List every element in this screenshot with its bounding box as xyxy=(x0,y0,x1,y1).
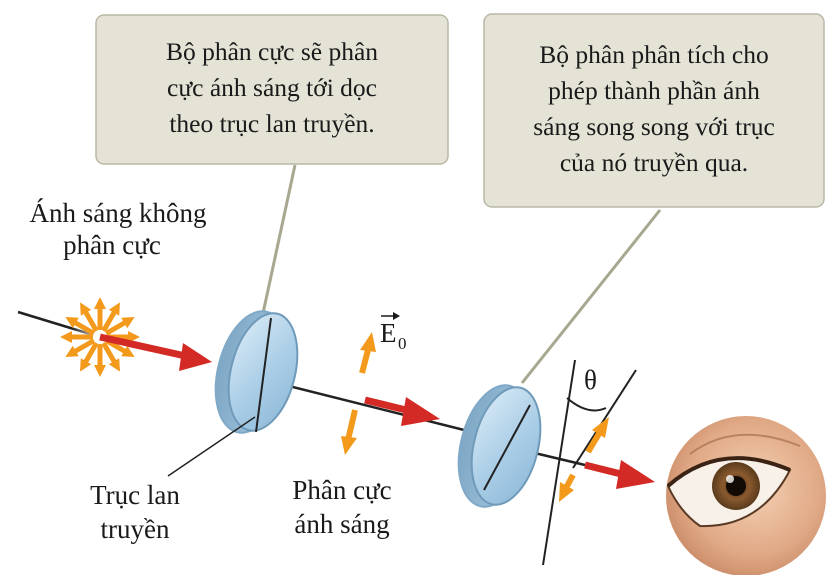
unpolarized-light-starburst xyxy=(60,297,140,377)
polarizer-lens xyxy=(214,310,299,434)
angle-arc xyxy=(566,397,607,412)
polarized-field-arrow xyxy=(341,332,376,455)
transmission-axis-label-line-1: Trục lan xyxy=(90,480,180,510)
starburst-arrowhead xyxy=(80,302,92,316)
analyzer-lens xyxy=(457,384,542,508)
unpolarized-label-line-2: phân cực xyxy=(63,230,161,260)
starburst-arrowhead xyxy=(65,317,79,329)
transmitted-field-arrow xyxy=(559,417,609,502)
field-vector-label: E 0 xyxy=(380,312,407,353)
polarizer-callout: Bộ phân cực sẽ phân cực ánh sáng tới dọc… xyxy=(95,14,449,165)
polarizer-transmission-axis xyxy=(255,317,272,433)
incident-beam-arrow xyxy=(99,333,212,371)
analyzer-callout-line-3: sáng song song với trục xyxy=(533,112,775,141)
starburst-arrowhead xyxy=(94,297,106,309)
starburst-arrowhead xyxy=(108,358,120,372)
polarizer-callout-line-3: theo trục lan truyền. xyxy=(169,109,374,138)
analyzer-callout-pointer xyxy=(520,209,662,384)
starburst-arrowhead xyxy=(128,331,140,343)
polarizer-callout-pointer xyxy=(260,164,297,319)
polarized-beam-arrow xyxy=(364,396,440,426)
starburst-arrowhead xyxy=(80,358,92,372)
angle-symbol: θ xyxy=(584,365,597,395)
analyzer-transmission-axis xyxy=(483,404,531,491)
starburst-arrowhead xyxy=(94,365,106,377)
starburst-arrowhead xyxy=(65,345,79,357)
reference-vertical-line xyxy=(542,359,576,566)
starburst-arrowhead xyxy=(108,302,120,316)
polarized-light-label-line-2: ánh sáng xyxy=(294,509,389,539)
polarized-light-label-line-1: Phân cực xyxy=(292,475,391,505)
starburst-arrowhead xyxy=(121,317,135,329)
field-subscript: 0 xyxy=(398,334,407,353)
unpolarized-label-line-1: Ánh sáng không xyxy=(30,198,207,228)
starburst-arrowhead xyxy=(60,331,72,343)
analyzer-axis-line xyxy=(572,369,637,469)
polarizer-callout-line-1: Bộ phân cực sẽ phân xyxy=(166,37,378,66)
analyzer-callout: Bộ phân phân tích cho phép thành phần án… xyxy=(483,13,825,208)
field-symbol: E xyxy=(380,318,397,348)
starburst-arrowhead xyxy=(121,345,135,357)
observer-eye xyxy=(666,416,826,575)
analyzer-callout-line-4: của nó truyền qua. xyxy=(560,148,748,177)
analyzer-callout-line-1: Bộ phân phân tích cho xyxy=(539,40,768,69)
analyzer-callout-line-2: phép thành phần ánh xyxy=(548,76,760,105)
transmission-axis-label-line-2: truyền xyxy=(101,514,170,544)
transmission-axis-pointer xyxy=(167,416,256,477)
transmitted-beam-arrow xyxy=(584,460,655,489)
optical-axis-mid xyxy=(264,378,481,436)
polarizer-callout-line-2: cực ánh sáng tới dọc xyxy=(167,73,377,102)
